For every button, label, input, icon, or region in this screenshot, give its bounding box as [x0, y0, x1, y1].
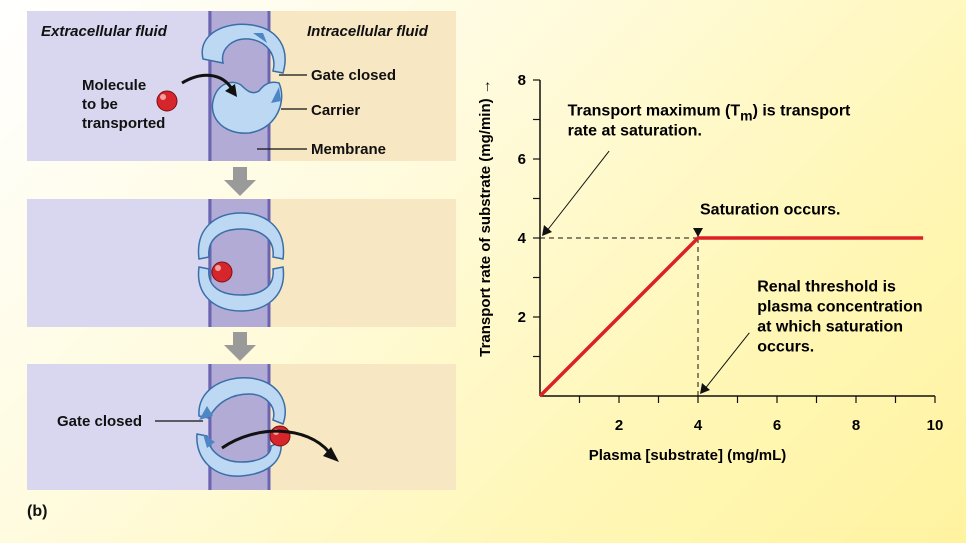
chart-labels: Transport maximum (Tm) is transportrate …	[542, 103, 923, 394]
renal-annotation-line2: plasma concentration	[757, 298, 922, 315]
chart-plot	[538, 236, 924, 398]
x-tick-label: 2	[615, 417, 623, 434]
x-tick-label: 6	[773, 417, 781, 434]
molecule-icon	[211, 261, 233, 283]
gate-closed-label: Gate closed	[311, 67, 397, 84]
carrier-label: Carrier	[311, 102, 361, 119]
x-tick-label: 10	[927, 417, 944, 434]
panel-label: (b)	[27, 503, 48, 520]
top-panel: Extracellular fluid Intracellular fluid …	[27, 11, 456, 161]
intracellular-label: Intracellular fluid	[307, 23, 428, 40]
molecule-icon	[269, 425, 291, 447]
tm-arrow	[545, 150, 610, 233]
bottom-panel-art	[27, 364, 456, 490]
top-panel-art	[27, 11, 456, 161]
renal-annotation-line1: Renal threshold is	[757, 278, 896, 295]
extracellular-label: Extracellular fluid	[41, 23, 167, 40]
renal-annotation-line3: at which saturation	[757, 318, 903, 335]
transport-rate-line	[538, 236, 924, 398]
saturation-annotation: Saturation occurs.	[700, 201, 840, 218]
molecule-label-3: transported	[82, 115, 166, 132]
molecule-label-2: to be	[82, 96, 118, 113]
renal-annotation-line4: occurs.	[757, 338, 814, 355]
x-tick-label: 8	[852, 417, 860, 434]
y-axis-label: Transport rate of substrate (mg/min) →	[477, 79, 494, 357]
tm-arrowhead	[542, 225, 552, 236]
down-arrow-2	[224, 332, 256, 361]
down-arrow-1	[224, 167, 256, 196]
y-tick-label: 2	[518, 309, 526, 326]
bottom-panel: Gate closed	[27, 364, 456, 490]
molecule-label-1: Molecule	[82, 77, 147, 94]
y-tick-label: 4	[518, 230, 527, 247]
y-tick-label: 6	[518, 151, 526, 168]
middle-panel	[27, 199, 456, 327]
tm-annotation-line2: rate at saturation.	[568, 122, 702, 139]
middle-panel-art	[27, 199, 456, 327]
renal-arrowhead	[700, 383, 710, 394]
x-axis-label: Plasma [substrate] (mg/mL)	[589, 447, 787, 464]
saturation-marker	[693, 228, 703, 237]
renal-arrow	[703, 332, 750, 391]
membrane-label: Membrane	[311, 141, 387, 158]
tm-annotation-line1: Transport maximum (Tm) is transport	[568, 103, 851, 124]
molecule-icon	[156, 90, 178, 112]
gate-closed-label-bottom: Gate closed	[57, 413, 143, 430]
y-tick-label: 8	[518, 72, 526, 89]
x-tick-label: 4	[694, 417, 703, 434]
